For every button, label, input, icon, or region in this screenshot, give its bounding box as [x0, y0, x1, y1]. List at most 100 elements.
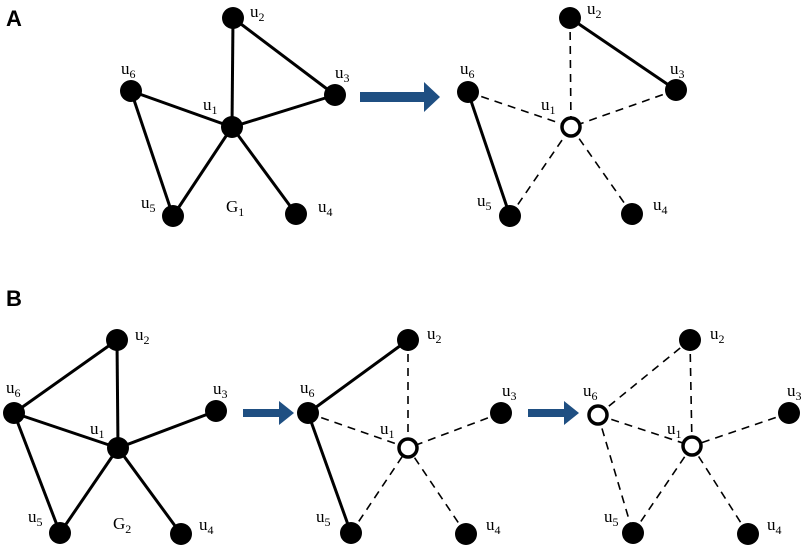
- edge-u4-u1: [407, 447, 467, 535]
- edge-u2-u1: [569, 17, 572, 128]
- node-u4: [455, 523, 477, 545]
- edge-u3-u1: [117, 409, 217, 450]
- node-label-u3: u3: [787, 381, 802, 403]
- edge-u5-u1: [58, 447, 120, 534]
- graph-name: G1: [226, 197, 244, 219]
- node-u2: [222, 7, 244, 29]
- edge-u6-u5: [466, 91, 512, 217]
- node-u3: [205, 400, 227, 422]
- graph-name: G2: [113, 514, 131, 536]
- node-u6: [587, 404, 609, 426]
- edge-u6-u5: [597, 414, 634, 534]
- node-label-u5: u5: [604, 507, 619, 529]
- edge-u3-u1: [691, 412, 790, 447]
- node-u1: [221, 116, 243, 138]
- node-label-u2: u2: [427, 324, 442, 346]
- node-label-u1: u1: [90, 419, 105, 441]
- node-u2: [559, 7, 581, 29]
- node-label-u1: u1: [380, 419, 395, 441]
- node-label-u4: u4: [199, 515, 214, 537]
- edge-u3-u1: [231, 93, 336, 129]
- graph-b-3: u2 u3 u6 u1 u5 u4: [583, 324, 802, 545]
- node-u1: [397, 437, 419, 459]
- edge-u2-u1: [689, 339, 693, 447]
- node-label-u5: u5: [28, 507, 43, 529]
- node-label-u1: u1: [667, 419, 682, 441]
- node-u2: [106, 329, 128, 351]
- edge-u6-u5: [129, 90, 175, 217]
- node-u6: [457, 81, 479, 103]
- edge-u6-u1: [130, 89, 233, 129]
- node-label-u6: u6: [460, 59, 475, 81]
- edge-u4-u1: [570, 126, 633, 215]
- node-u4: [285, 203, 307, 225]
- transform-arrow-a: [360, 82, 440, 112]
- node-label-u6: u6: [121, 59, 136, 81]
- node-u3: [324, 84, 346, 106]
- node-label-u3: u3: [670, 59, 685, 81]
- edge-u4-u1: [691, 445, 749, 535]
- node-u5: [499, 205, 521, 227]
- node-u6: [120, 80, 142, 102]
- panel-label-a: A: [6, 6, 22, 31]
- node-label-u2: u2: [710, 324, 725, 346]
- node-label-u1: u1: [541, 95, 556, 117]
- node-u3: [778, 402, 800, 424]
- graph-a-1: u2 u3 u6 u1 u5 u4 G1: [120, 2, 350, 227]
- edge-u2-u3: [569, 16, 677, 92]
- edge-u3-u1: [407, 412, 502, 449]
- edge-u5-u1: [350, 447, 409, 534]
- edge-u6-u1: [13, 411, 119, 450]
- edge-u5-u1: [632, 445, 693, 534]
- edge-u5-u1: [509, 126, 572, 217]
- node-u1: [681, 435, 703, 457]
- graph-a-2: u2 u3 u6 u1 u5 u4: [457, 0, 687, 227]
- node-label-u4: u4: [318, 197, 333, 219]
- node-u6: [3, 402, 25, 424]
- edge-u2-u1: [230, 17, 235, 128]
- node-label-u6: u6: [300, 378, 315, 400]
- panel-label-b: B: [6, 286, 22, 311]
- node-label-u6: u6: [583, 381, 598, 403]
- node-label-u1: u1: [203, 95, 218, 117]
- node-u4: [737, 523, 759, 545]
- node-label-u4: u4: [767, 515, 782, 537]
- edge-u2-u3: [232, 16, 336, 97]
- edge-u4-u1: [116, 447, 183, 535]
- node-label-u4: u4: [653, 195, 668, 217]
- edge-u3-u1: [570, 89, 677, 128]
- node-u5: [622, 522, 644, 544]
- node-label-u2: u2: [135, 325, 150, 347]
- node-label-u3: u3: [213, 379, 228, 401]
- node-u3: [665, 79, 687, 101]
- node-label-u5: u5: [316, 507, 331, 529]
- node-label-u4: u4: [486, 515, 501, 537]
- node-u4: [621, 203, 643, 225]
- node-label-u3: u3: [335, 63, 350, 85]
- node-u5: [340, 522, 362, 544]
- edge-u6-u2: [597, 339, 691, 416]
- node-label-u5: u5: [141, 193, 156, 215]
- node-u1: [107, 437, 129, 459]
- node-label-u2: u2: [587, 0, 602, 21]
- transform-arrow-b1: [243, 401, 294, 425]
- node-u6: [297, 402, 319, 424]
- node-label-u5: u5: [477, 191, 492, 213]
- edge-u5-u1: [171, 126, 234, 217]
- edge-u6-u1: [307, 412, 409, 449]
- graph-b-2: u2 u3 u6 u1 u5 u4: [297, 324, 517, 545]
- node-label-u2: u2: [250, 2, 265, 24]
- node-u2: [679, 329, 701, 351]
- edge-u2-u1: [115, 339, 120, 449]
- node-label-u3: u3: [502, 381, 517, 403]
- edge-u6-u1: [597, 414, 693, 447]
- node-u4: [170, 523, 192, 545]
- edge-u6-u1: [467, 91, 572, 128]
- node-u2: [397, 329, 419, 351]
- node-u3: [490, 402, 512, 424]
- edge-u6-u2: [307, 338, 409, 415]
- transform-arrow-b2: [528, 401, 579, 425]
- node-u1: [560, 116, 582, 138]
